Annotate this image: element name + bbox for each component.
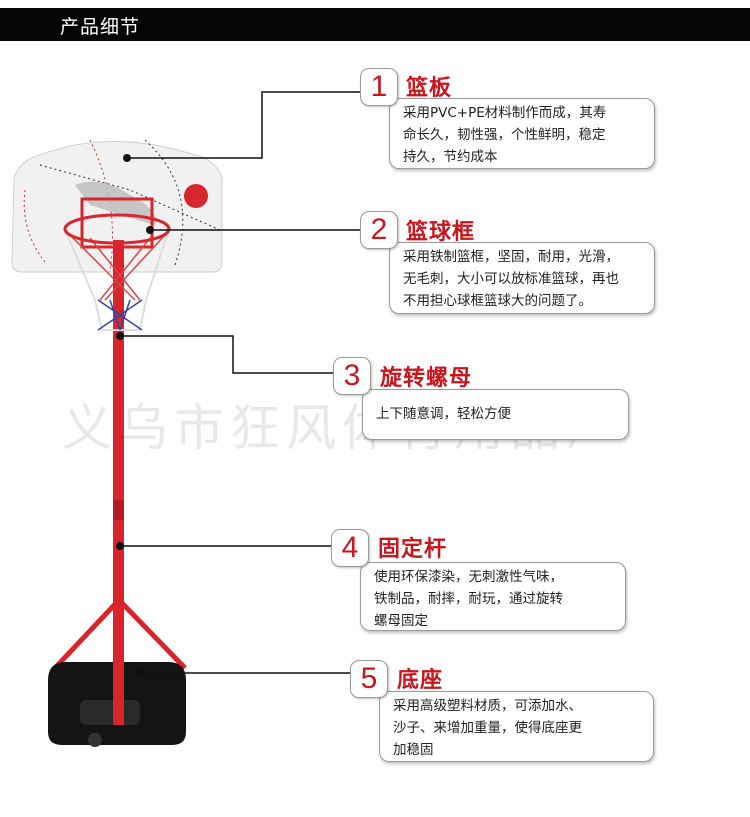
feature-3-description: 上下随意调，轻松方便: [362, 389, 629, 440]
description-line: 持久，节约成本: [403, 149, 498, 165]
description-line: 铁制品，耐摔，耐玩，通过旋转: [374, 591, 563, 607]
feature-3-number: 3: [333, 357, 371, 395]
feature-2-title: 篮球框: [406, 220, 476, 245]
pole: [113, 240, 124, 725]
description-line: 沙子、来增加重量，使得底座更: [393, 720, 582, 736]
callout-dots: [116, 154, 154, 677]
description-line: 采用铁制篮框，坚固，耐用，光滑，: [403, 249, 619, 265]
description-line: 加稳固: [393, 742, 434, 758]
description-line: 不用担心球框篮球大的问题了。: [403, 293, 592, 309]
feature-1-title: 篮板: [406, 76, 453, 101]
rim: [63, 213, 171, 245]
feature-4-title: 固定杆: [378, 537, 448, 562]
feature-5-description: 采用高级塑料材质，可添加水、 沙子、来增加重量，使得底座更 加稳固: [379, 691, 654, 762]
feature-1-description: 采用PVC+PE材料制作而成，其寿 命长久，韧性强，个性鲜明，稳定 持久，节约成…: [389, 98, 655, 169]
feature-4-description: 使用环保漆染，无刺激性气味， 铁制品，耐摔，耐玩，通过旋转 螺母固定: [360, 562, 626, 631]
feature-5-title: 底座: [397, 668, 444, 693]
section-header: 产品细节: [0, 8, 750, 41]
feature-2-description: 采用铁制篮框，坚固，耐用，光滑， 无毛刺，大小可以放标准篮球，再也 不用担心球框…: [389, 242, 655, 314]
feature-4-number: 4: [331, 529, 369, 567]
description-line: 命长久，韧性强，个性鲜明，稳定: [403, 127, 606, 143]
backboard: [11, 139, 223, 273]
feature-5-number: 5: [350, 660, 388, 698]
net: [65, 231, 169, 331]
description-line: 螺母固定: [374, 613, 428, 629]
section-title: 产品细节: [60, 16, 141, 38]
feature-2-number: 2: [360, 211, 398, 249]
description-line: 使用环保漆染，无刺激性气味，: [374, 569, 563, 585]
feature-1-number: 1: [360, 68, 398, 106]
description-line: 采用PVC+PE材料制作而成，其寿: [403, 105, 607, 121]
callout-lines: [120, 91, 360, 674]
feature-3-title: 旋转螺母: [380, 366, 473, 391]
description-line: 无毛刺，大小可以放标准篮球，再也: [403, 271, 619, 287]
legs: [53, 598, 187, 670]
description-line: 上下随意调，轻松方便: [376, 406, 511, 422]
description-line: 采用高级塑料材质，可添加水、: [393, 698, 582, 714]
